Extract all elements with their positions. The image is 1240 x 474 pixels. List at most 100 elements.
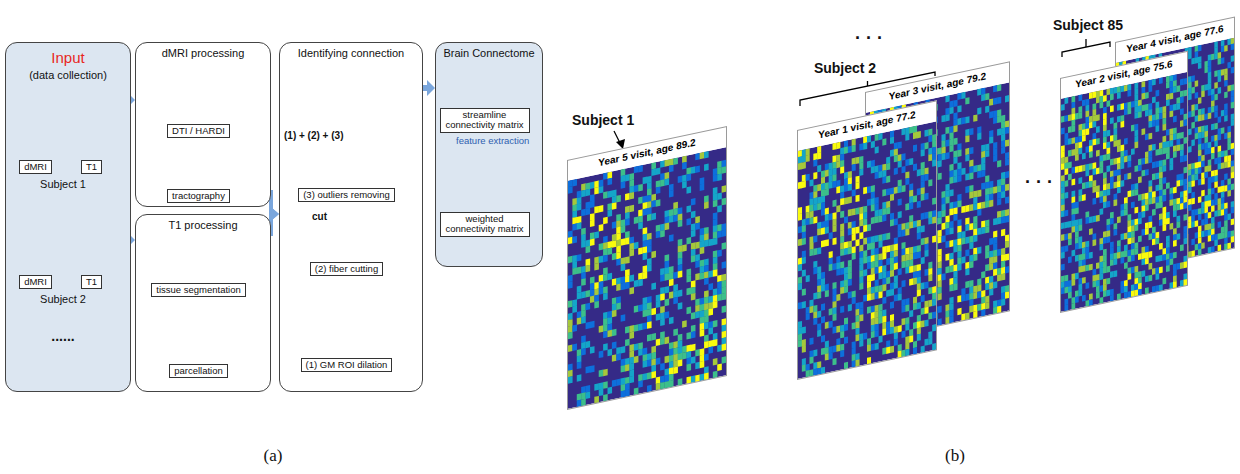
matrix-cell: [572, 268, 577, 276]
matrix-cell: [977, 107, 981, 114]
matrix-cell: [612, 297, 617, 305]
tag-text: DTI / HARDI: [172, 126, 225, 137]
matrix-cell: [616, 353, 621, 361]
matrix-cell: [599, 243, 604, 251]
matrix-cell: [867, 135, 871, 142]
matrix-cell: [651, 200, 656, 208]
matrix-cell: [665, 337, 670, 345]
matrix-cell: [590, 194, 595, 202]
matrix-cell: [577, 191, 582, 199]
matrix-cell: [957, 149, 961, 156]
matrix-cell: [643, 272, 648, 280]
matrix-cell: [798, 226, 802, 233]
matrix-cell: [957, 168, 961, 175]
matrix-cell: [802, 231, 806, 238]
matrix-cell: [989, 181, 993, 188]
matrix-cell: [859, 219, 863, 226]
matrix-cell: [863, 256, 867, 263]
matrix-cell: [687, 275, 692, 283]
matrix-cell: [802, 181, 806, 188]
matrix-cell: [603, 274, 608, 282]
matrix-cell: [941, 223, 945, 230]
matrix-cell: [961, 92, 965, 99]
matrix-cell: [717, 294, 722, 302]
matrix-cell: [871, 198, 875, 205]
matrix-cell: [798, 207, 802, 214]
matrix-cell: [1001, 172, 1005, 179]
matrix-cell: [608, 190, 613, 198]
matrix-cell: [621, 346, 626, 354]
matrix-cell: [568, 237, 573, 245]
matrix-cell: [1001, 254, 1005, 261]
matrix-cell: [717, 167, 722, 175]
matrix-cell: [969, 185, 973, 192]
matrix-cell: [802, 219, 806, 226]
matrix-cell: [572, 299, 577, 307]
matrix-cell: [965, 186, 969, 193]
matrix-cell: [586, 201, 591, 209]
matrix-cell: [969, 160, 973, 167]
matrix-cell: [949, 316, 953, 323]
matrix-cell: [798, 150, 802, 157]
matrix-cell: [833, 174, 837, 181]
matrix-cell: [961, 206, 965, 213]
connectivity-slice: Year 1 visit, age 77.2: [797, 100, 937, 380]
matrix-cell: [695, 311, 700, 319]
matrix-cell: [833, 143, 837, 150]
matrix-cell: [829, 175, 833, 182]
matrix-cell: [708, 321, 713, 329]
matrix-cell: [717, 249, 722, 257]
matrix-cell: [829, 169, 833, 176]
matrix-cell: [581, 342, 586, 350]
matrix-cell: [647, 245, 652, 253]
matrix-cell: [957, 238, 961, 245]
matrix-cell: [1005, 234, 1009, 241]
matrix-cell: [993, 300, 997, 307]
matrix-cell: [603, 267, 608, 275]
matrix-cell: [581, 310, 586, 318]
matrix-cell: [821, 170, 825, 177]
matrix-cell: [859, 169, 863, 176]
matrix-cell: [945, 317, 949, 324]
matrix-cell: [581, 234, 586, 242]
matrix-cell: [713, 263, 718, 271]
matrix-cell: [953, 207, 957, 214]
matrix-cell: [638, 380, 643, 388]
matrix-cell: [973, 311, 977, 318]
matrix-cell: [669, 317, 674, 325]
matrix-cell: [669, 158, 674, 166]
matrix-cell: [1005, 215, 1009, 222]
matrix-cell: [704, 290, 709, 298]
matrix-cell: [629, 287, 634, 295]
matrix-cell: [859, 251, 863, 258]
matrix-cell: [665, 210, 670, 218]
matrix-cell: [638, 222, 643, 230]
matrix-cell: [708, 340, 713, 348]
matrix-cell: [993, 281, 997, 288]
matrix-cell: [603, 324, 608, 332]
matrix-cell: [621, 314, 626, 322]
matrix-cell: [949, 189, 953, 196]
matrix-cell: [625, 269, 630, 277]
matrix-cell: [1001, 261, 1005, 268]
matrix-cell: [806, 155, 810, 162]
matrix-cell: [687, 174, 692, 182]
matrix-cell: [997, 198, 1001, 205]
matrix-cell: [695, 153, 700, 161]
matrix-cell: [863, 206, 867, 213]
matrix-cell: [616, 195, 621, 203]
matrix-cell: [625, 339, 630, 347]
matrix-cell: [682, 162, 687, 170]
matrix-cell: [817, 247, 821, 254]
matrix-cell: [651, 346, 656, 354]
matrix-cell: [973, 285, 977, 292]
matrix-cell: [1005, 158, 1009, 165]
matrix-cell: [863, 225, 867, 232]
tag-text: (2) fiber cutting: [315, 264, 378, 275]
matrix-cell: [945, 190, 949, 197]
matrix-cell: [981, 182, 985, 189]
matrix-cell: [572, 223, 577, 231]
matrix-cell: [969, 280, 973, 287]
matrix-cell: [608, 349, 613, 357]
matrix-cell: [993, 110, 997, 117]
